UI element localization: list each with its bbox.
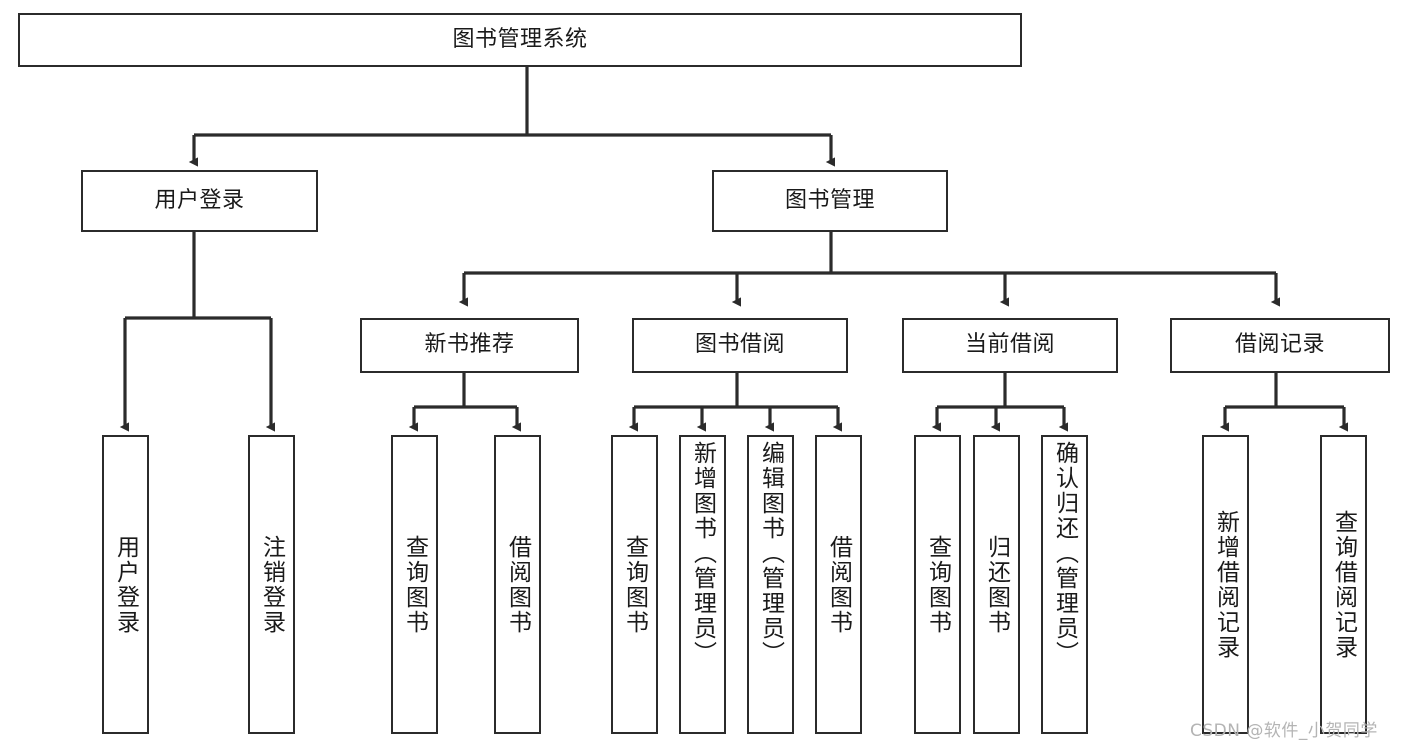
- node-label: 注销登录: [258, 534, 285, 635]
- node-leaf-edit-book-admin[interactable]: 编辑图书（管理员）: [747, 435, 794, 734]
- node-label: 用户登录: [154, 187, 245, 213]
- node-label: 编辑图书（管理员）: [757, 441, 784, 666]
- node-label: 用户登录: [112, 534, 139, 635]
- node-label: 图书管理系统: [452, 26, 588, 52]
- node-leaf-borrow-book-newbook[interactable]: 借阅图书: [494, 435, 541, 734]
- node-leaf-confirm-return-admin[interactable]: 确认归还（管理员）: [1041, 435, 1088, 734]
- node-label: 确认归还（管理员）: [1051, 441, 1078, 666]
- node-label: 借阅图书: [825, 534, 852, 635]
- node-leaf-query-borrow-record[interactable]: 查询借阅记录: [1320, 435, 1367, 734]
- node-new-book-recommendation[interactable]: 新书推荐: [360, 318, 579, 373]
- node-label: 新增借阅记录: [1212, 509, 1239, 660]
- node-label: 当前借阅: [964, 332, 1055, 358]
- node-label: 新增图书（管理员）: [689, 441, 716, 666]
- node-leaf-add-borrow-record[interactable]: 新增借阅记录: [1202, 435, 1249, 734]
- node-label: 归还图书: [983, 534, 1010, 635]
- node-leaf-query-book-newbook[interactable]: 查询图书: [391, 435, 438, 734]
- node-label: 查询借阅记录: [1330, 509, 1357, 660]
- node-book-management[interactable]: 图书管理: [712, 170, 948, 232]
- csdn-watermark: CSDN @软件_小贺同学: [1190, 721, 1378, 741]
- node-leaf-add-book-admin[interactable]: 新增图书（管理员）: [679, 435, 726, 734]
- node-leaf-query-book-borrow[interactable]: 查询图书: [611, 435, 658, 734]
- node-label: 借阅图书: [504, 534, 531, 635]
- node-label: 查询图书: [924, 534, 951, 635]
- node-leaf-return-book[interactable]: 归还图书: [973, 435, 1020, 734]
- node-leaf-logout[interactable]: 注销登录: [248, 435, 295, 734]
- node-user-login[interactable]: 用户登录: [81, 170, 318, 232]
- node-leaf-borrow-book-borrow[interactable]: 借阅图书: [815, 435, 862, 734]
- node-leaf-user-login[interactable]: 用户登录: [102, 435, 149, 734]
- node-label: 借阅记录: [1234, 332, 1325, 358]
- node-root-book-management-system[interactable]: 图书管理系统: [18, 13, 1022, 67]
- node-label: 新书推荐: [424, 332, 515, 358]
- node-book-borrowing[interactable]: 图书借阅: [632, 318, 848, 373]
- node-borrowing-record[interactable]: 借阅记录: [1170, 318, 1390, 373]
- node-label: 图书管理: [784, 187, 875, 213]
- node-label: 查询图书: [621, 534, 648, 635]
- node-label: 图书借阅: [694, 332, 785, 358]
- node-current-borrowing[interactable]: 当前借阅: [902, 318, 1118, 373]
- node-leaf-query-book-current[interactable]: 查询图书: [914, 435, 961, 734]
- node-label: 查询图书: [401, 534, 428, 635]
